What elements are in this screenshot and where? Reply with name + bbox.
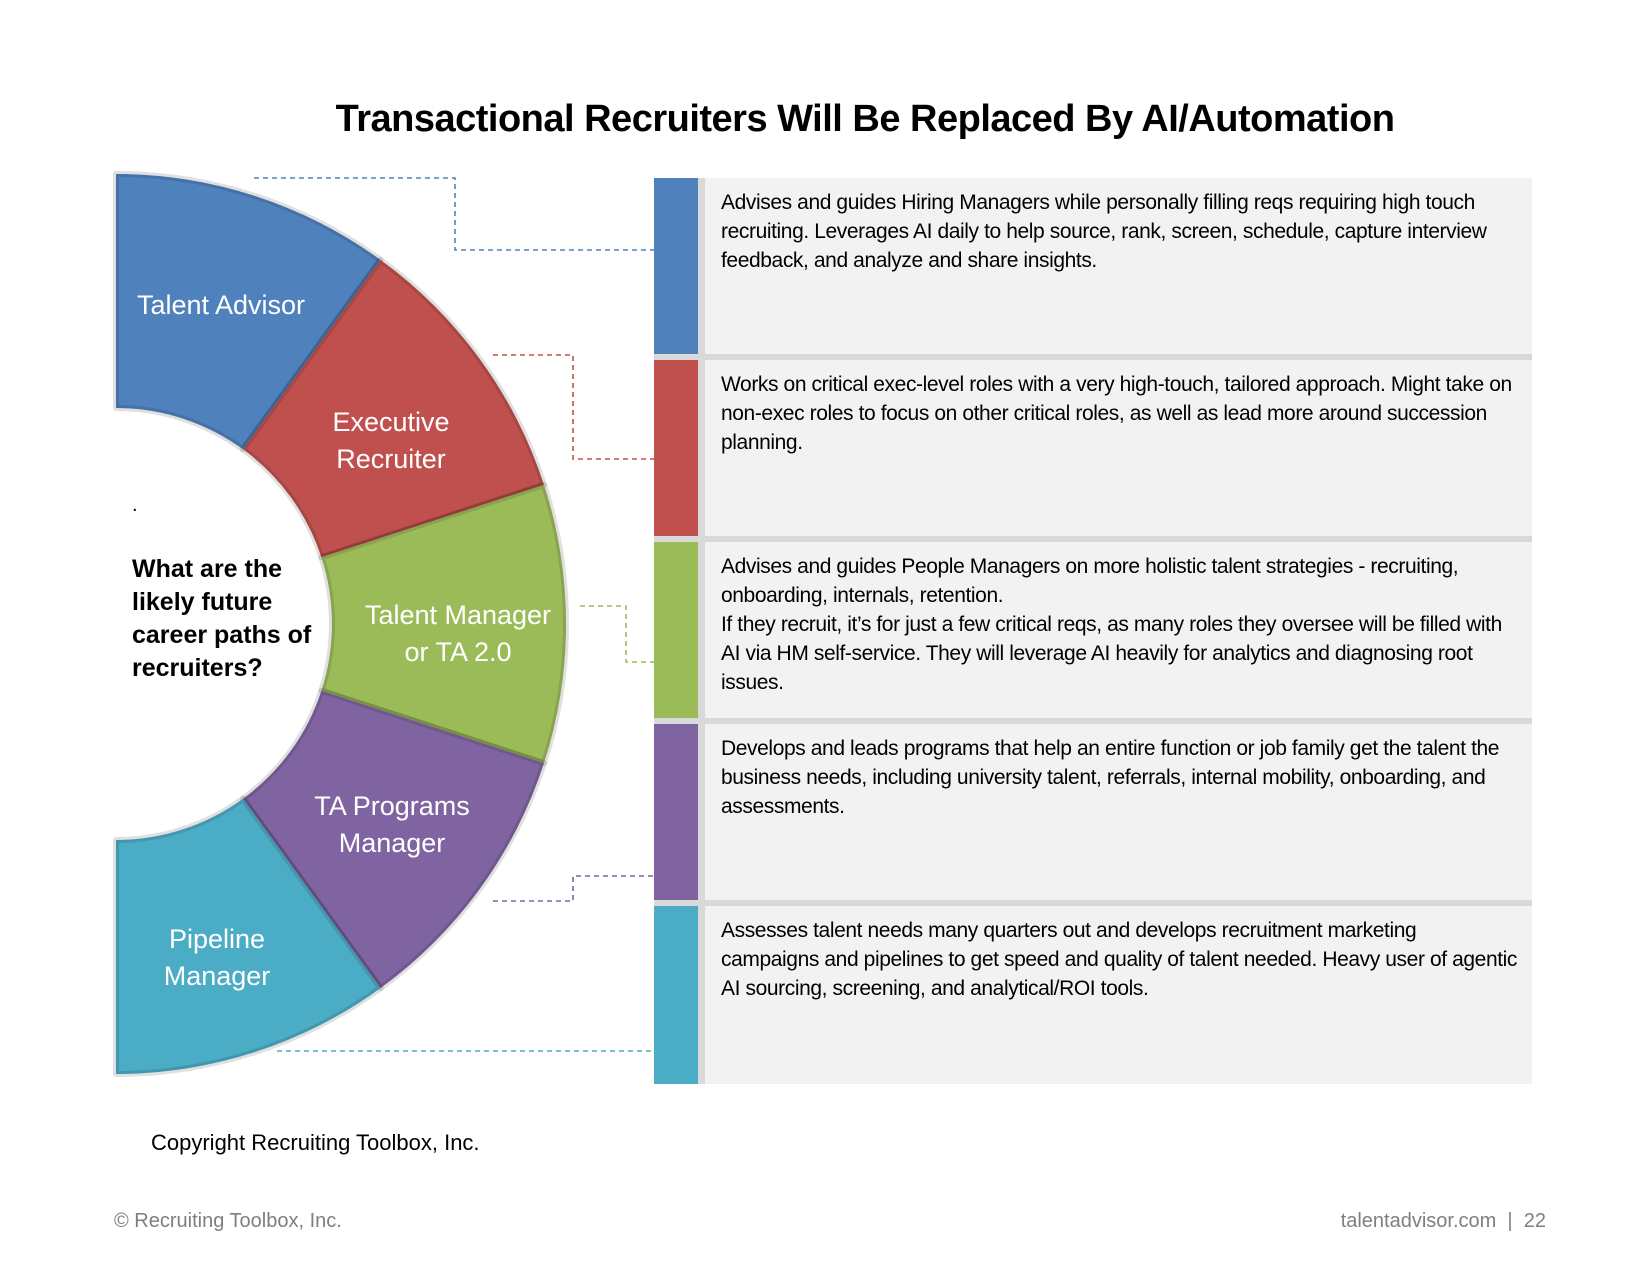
description-text-2: If they recruit, it’s for just a few cri… bbox=[721, 613, 1502, 694]
description-row-talent-manager: Advises and guides People Managers on mo… bbox=[654, 542, 1532, 724]
description-text: Assesses talent needs many quarters out … bbox=[721, 919, 1518, 1000]
description-text: Works on critical exec-level roles with … bbox=[721, 373, 1512, 454]
color-bar-green bbox=[654, 542, 705, 718]
center-question: What are the likely future career paths … bbox=[132, 555, 312, 682]
stray-dot: . bbox=[132, 494, 138, 516]
slide-title: Transactional Recruiters Will Be Replace… bbox=[335, 98, 1395, 140]
footer-left: © Recruiting Toolbox, Inc. bbox=[114, 1210, 342, 1232]
arc-segment-executive-recruiter bbox=[240, 256, 547, 561]
color-bar-cyan bbox=[654, 906, 705, 1084]
description-row-executive-recruiter: Works on critical exec-level roles with … bbox=[654, 360, 1532, 542]
segment-label-executive-recruiter-2: Recruiter bbox=[336, 444, 446, 474]
arc-segment-talent-advisor bbox=[113, 171, 384, 453]
segment-label-executive-recruiter: Executive bbox=[332, 407, 449, 437]
description-panel: Advises and guides Hiring Managers while… bbox=[654, 178, 1532, 1084]
connector-executive-recruiter bbox=[493, 354, 654, 460]
description-text: Develops and leads programs that help an… bbox=[721, 737, 1500, 818]
arc-segment-talent-manager bbox=[318, 481, 570, 767]
arc-segment-ta-programs bbox=[240, 687, 547, 992]
color-bar-blue bbox=[654, 178, 705, 354]
connector-talent-advisor bbox=[254, 177, 654, 251]
description-row-ta-programs: Develops and leads programs that help an… bbox=[654, 724, 1532, 906]
copyright-note: Copyright Recruiting Toolbox, Inc. bbox=[151, 1130, 480, 1155]
color-bar-red bbox=[654, 360, 705, 536]
description-row-talent-advisor: Advises and guides Hiring Managers while… bbox=[654, 178, 1532, 360]
segment-label-ta-programs: TA Programs bbox=[314, 791, 470, 821]
segment-label-talent-advisor: Talent Advisor bbox=[137, 290, 305, 320]
connector-talent-manager bbox=[580, 605, 654, 663]
segment-label-talent-manager-2: or TA 2.0 bbox=[404, 637, 511, 667]
color-bar-purple bbox=[654, 724, 705, 900]
description-text-group: Advises and guides People Managers on mo… bbox=[705, 542, 1532, 718]
arc-segment-pipeline bbox=[113, 795, 384, 1077]
segment-label-pipeline: Pipeline bbox=[169, 924, 265, 954]
segment-label-pipeline-2: Manager bbox=[164, 961, 271, 991]
description-text: Advises and guides Hiring Managers while… bbox=[721, 191, 1487, 272]
segment-label-talent-manager: Talent Manager bbox=[365, 600, 551, 630]
connector-ta-programs bbox=[493, 875, 654, 902]
footer-right: talentadvisor.com | 22 bbox=[1340, 1210, 1546, 1232]
description-row-pipeline: Assesses talent needs many quarters out … bbox=[654, 906, 1532, 1084]
segment-label-ta-programs-2: Manager bbox=[339, 828, 446, 858]
description-text: Advises and guides People Managers on mo… bbox=[721, 555, 1459, 607]
